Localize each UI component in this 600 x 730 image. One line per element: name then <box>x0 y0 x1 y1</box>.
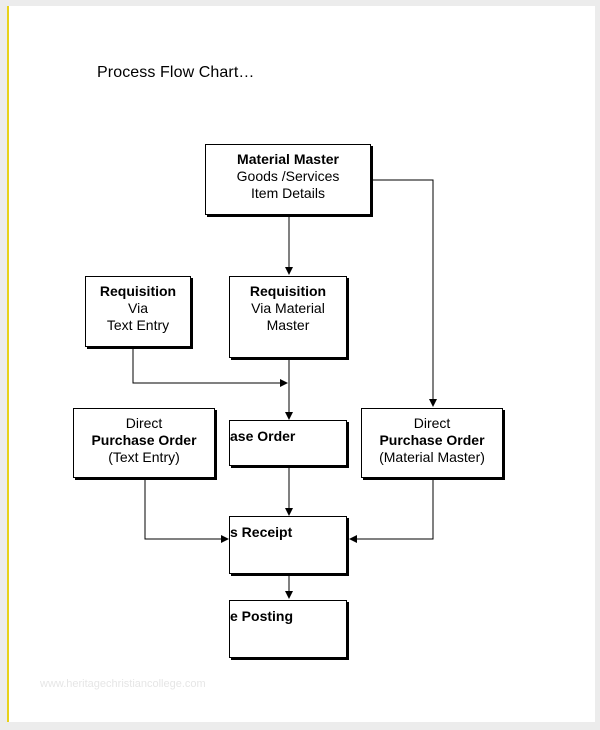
node-goods-receipt-label: s Receipt <box>230 524 293 540</box>
node-direct-po-material-master: Direct Purchase Order (Material Master) <box>361 408 503 478</box>
watermark-text: www.heritagechristiancollege.com <box>40 678 206 690</box>
node-requisition-material-heading: Requisition <box>249 283 327 299</box>
node-direct-po-text-line3: (Text Entry) <box>108 449 180 465</box>
node-direct-po-text-line1: Direct <box>125 415 163 431</box>
node-direct-po-material-line1: Direct <box>413 415 451 431</box>
arrow-master-to-po-material <box>373 179 437 407</box>
node-material-master: Material Master Goods /Services Item Det… <box>205 144 371 215</box>
node-direct-po-material-heading: Purchase Order <box>379 432 485 448</box>
node-invoice-posting: e Posting <box>229 600 347 658</box>
node-purchase-order: ase Order <box>229 420 347 466</box>
node-requisition-material-master: Requisition Via Material Master <box>229 276 347 358</box>
node-requisition-text-heading: Requisition <box>99 283 177 299</box>
node-material-master-heading: Material Master <box>237 151 339 167</box>
node-material-master-line2: Goods /Services <box>236 168 340 184</box>
arrow-req-text-to-merge <box>132 348 288 387</box>
page-title: Process Flow Chart… <box>97 64 255 81</box>
node-material-master-line3: Item Details <box>251 185 325 201</box>
node-purchase-order-label: ase Order <box>230 428 296 444</box>
node-direct-po-text-heading: Purchase Order <box>91 432 197 448</box>
node-requisition-material-line2: Via Material <box>251 300 325 316</box>
node-direct-po-text-entry: Direct Purchase Order (Text Entry) <box>73 408 215 478</box>
node-requisition-material-line3: Master <box>266 317 310 333</box>
node-requisition-text-entry: Requisition Via Text Entry <box>85 276 191 347</box>
node-invoice-posting-label: e Posting <box>230 608 294 624</box>
arrow-po-text-to-receipt <box>144 480 229 543</box>
arrow-po-material-to-receipt <box>349 480 434 543</box>
node-goods-receipt: s Receipt <box>229 516 347 574</box>
node-direct-po-material-line3: (Material Master) <box>379 449 485 465</box>
node-requisition-text-line2: Via <box>128 300 148 316</box>
node-requisition-text-line3: Text Entry <box>106 317 170 333</box>
